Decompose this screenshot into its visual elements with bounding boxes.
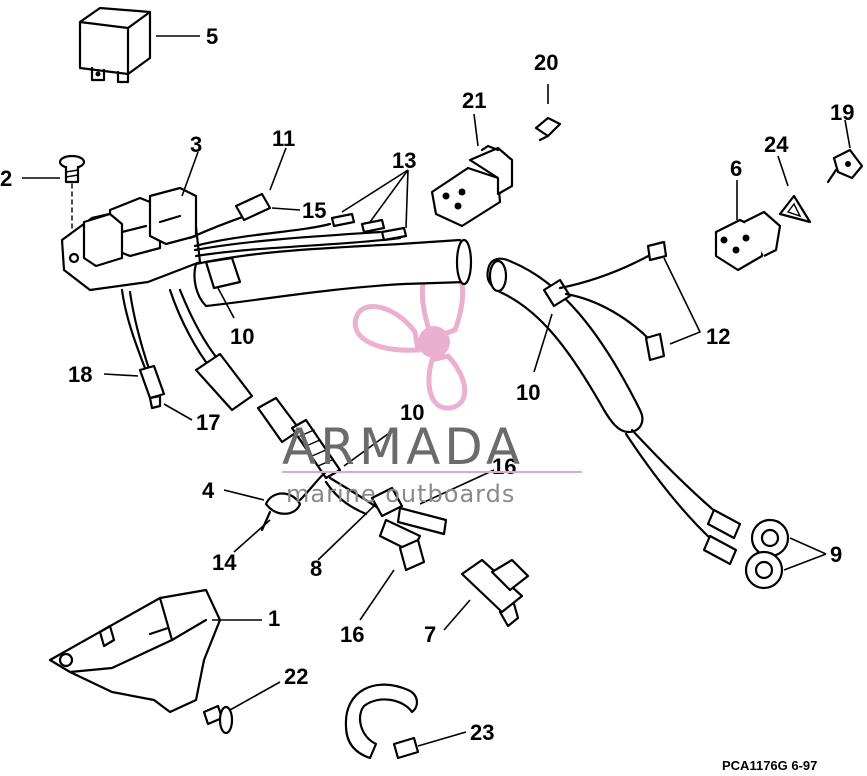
harness-lower-left	[168, 288, 448, 572]
label-9: 9	[830, 542, 842, 567]
connector-part-7	[460, 558, 530, 628]
wire-bundle-main	[120, 192, 408, 410]
relay-part-5	[78, 6, 152, 84]
label-4: 4	[202, 478, 215, 503]
harness-sleeve-right	[486, 240, 790, 590]
screw-part-22	[202, 704, 234, 735]
label-19: 19	[830, 100, 854, 125]
label-16b: 16	[340, 622, 364, 647]
label-5: 5	[206, 24, 218, 49]
label-12: 12	[706, 324, 730, 349]
label-11: 11	[272, 126, 295, 151]
label-21: 21	[462, 88, 486, 113]
label-24: 24	[764, 132, 789, 157]
label-10c: 10	[400, 400, 424, 425]
label-6: 6	[730, 156, 742, 181]
harness-sleeve-upper	[193, 238, 473, 308]
connector-part-21	[430, 144, 514, 228]
watermark-tagline: marine outboards	[286, 480, 515, 508]
junction-block-part-3	[60, 186, 202, 292]
label-3: 3	[190, 132, 202, 157]
label-16a: 16	[492, 454, 516, 479]
label-20: 20	[534, 50, 558, 75]
terminal-pin-part-20	[534, 116, 562, 142]
label-22: 22	[284, 664, 308, 689]
label-18: 18	[68, 362, 92, 387]
screw-part-2	[58, 154, 86, 233]
label-8: 8	[310, 556, 322, 581]
label-17: 17	[196, 410, 220, 435]
label-10a: 10	[230, 324, 254, 349]
label-2: 2	[0, 166, 12, 191]
terminal-part-19	[826, 148, 864, 184]
cable-strap-part-23	[344, 683, 420, 760]
label-15: 15	[302, 198, 326, 223]
label-13: 13	[392, 148, 416, 173]
leader-lines	[22, 35, 851, 747]
watermark-brand: ARMADA	[282, 418, 524, 476]
connector-part-6	[714, 210, 782, 272]
drawing-code: PCA1176G 6-97	[722, 758, 817, 773]
label-14: 14	[212, 550, 237, 575]
bracket-part-1	[48, 588, 222, 714]
label-7: 7	[424, 622, 436, 647]
label-1: 1	[268, 606, 280, 631]
label-23: 23	[470, 720, 494, 745]
lock-clip-part-24	[778, 194, 812, 224]
label-10b: 10	[516, 380, 540, 405]
